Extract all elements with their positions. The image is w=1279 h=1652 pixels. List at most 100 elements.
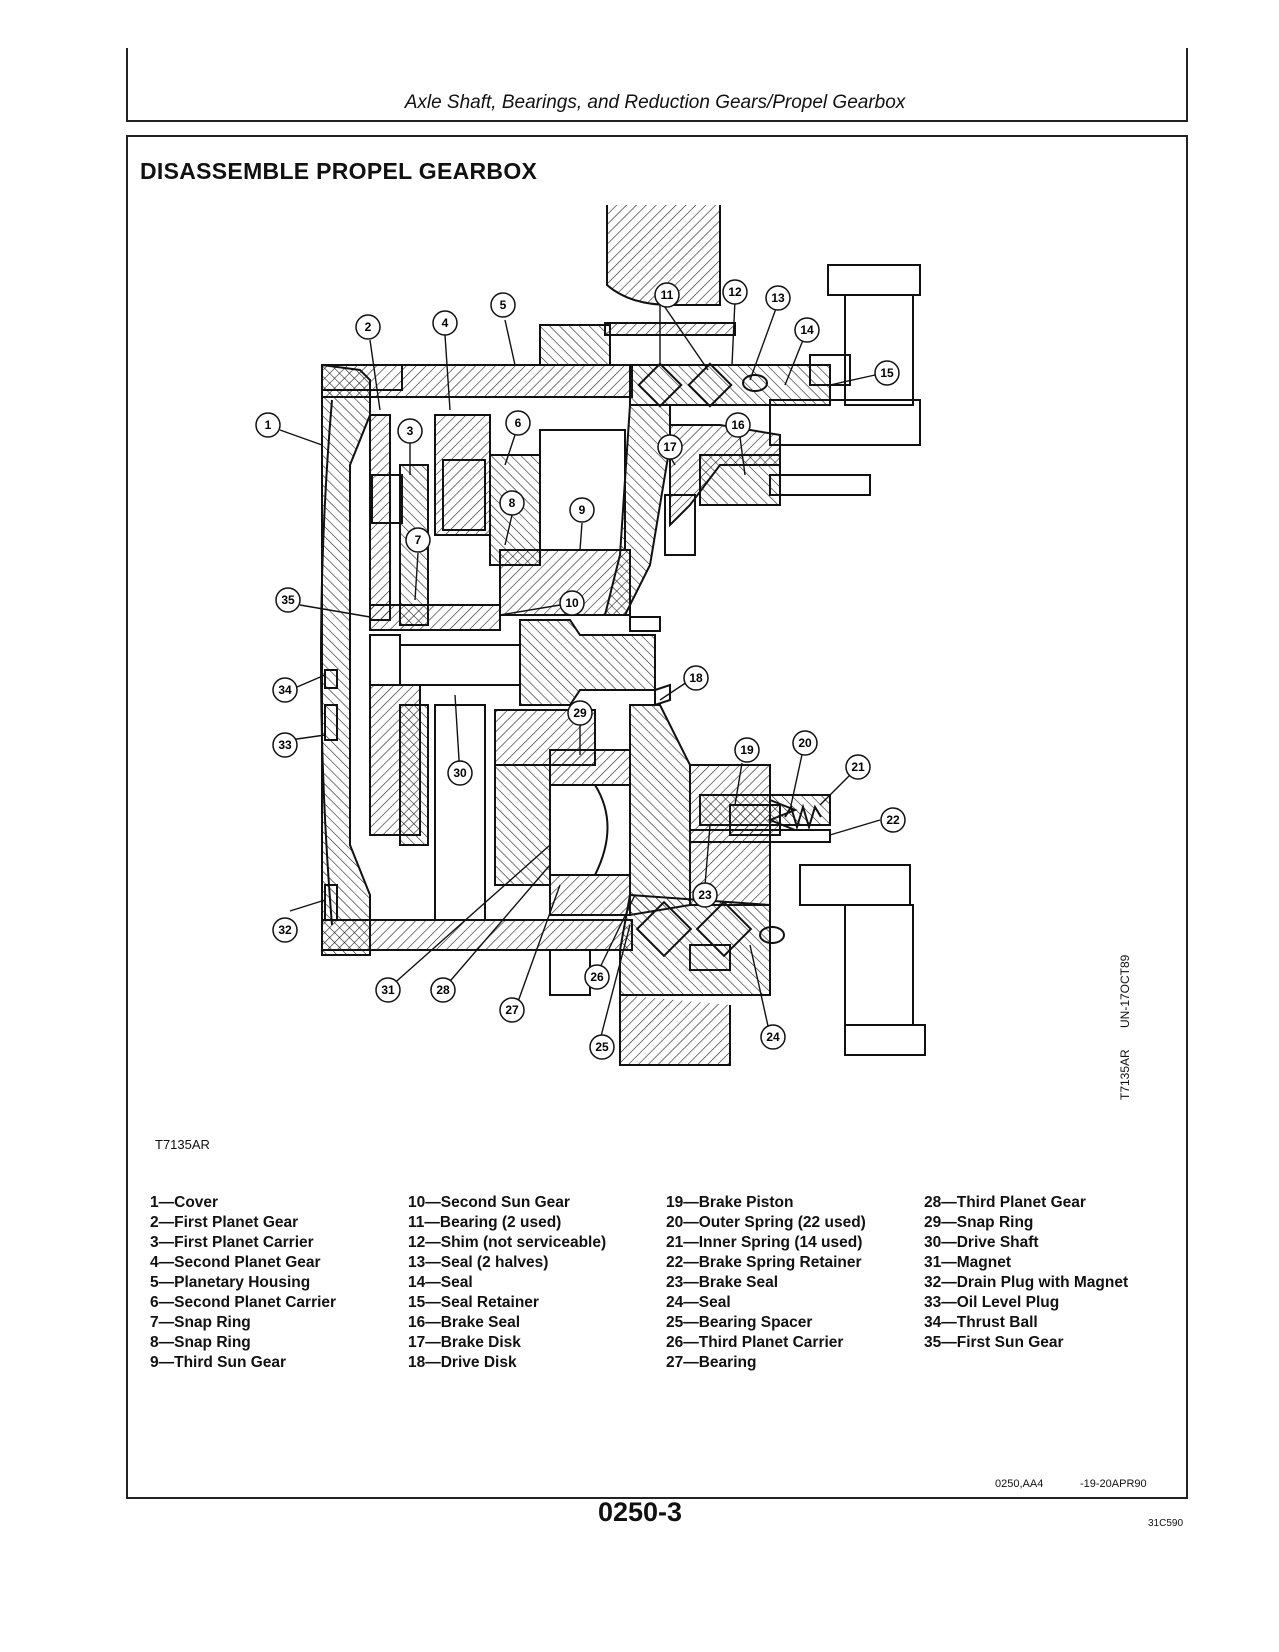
legend-item: 31—Magnet (924, 1254, 1011, 1271)
svg-text:18: 18 (689, 671, 703, 685)
figure-id: T7135AR (155, 1137, 210, 1152)
svg-text:4: 4 (442, 316, 449, 330)
callout-29: 29 (567, 700, 593, 726)
date-code: -19-20APR90 (1080, 1478, 1147, 1490)
svg-text:6: 6 (515, 416, 522, 430)
legend-item: 16—Brake Seal (408, 1314, 521, 1331)
legend-item: 4—Second Planet Gear (150, 1254, 321, 1271)
running-head: Axle Shaft, Bearings, and Reduction Gear… (404, 92, 906, 113)
legend-item: 15—Seal Retainer (408, 1294, 539, 1311)
legend-item: 33—Oil Level Plug (924, 1294, 1060, 1311)
callout-12: 12 (722, 279, 748, 305)
legend-item: 26—Third Planet Carrier (666, 1334, 844, 1351)
page-number: 0250-3 (597, 1497, 683, 1527)
svg-text:11: 11 (661, 288, 674, 302)
parts-legend: 1—Cover 2—First Planet Gear 3—First Plan… (150, 1193, 1160, 1373)
svg-text:5: 5 (500, 298, 507, 312)
callout-22: 22 (880, 807, 906, 833)
gearbox-cross-section: 1 2 3 4 5 6 7 8 9 10 11 12 13 14 15 16 1… (255, 205, 926, 1066)
callout-4: 4 (432, 310, 458, 336)
legend-item: 25—Bearing Spacer (666, 1314, 813, 1331)
svg-text:22: 22 (886, 813, 900, 827)
callout-20: 20 (792, 730, 818, 756)
svg-text:16: 16 (731, 418, 745, 432)
doc-code: 0250,AA4 (995, 1478, 1044, 1490)
legend-item: 14—Seal (408, 1274, 473, 1291)
legend-item: 10—Second Sun Gear (408, 1194, 570, 1211)
legend-item: 29—Snap Ring (924, 1214, 1034, 1231)
legend-item: 17—Brake Disk (408, 1334, 521, 1351)
svg-text:34: 34 (278, 683, 292, 697)
svg-text:31: 31 (381, 983, 395, 997)
legend-item: 21—Inner Spring (14 used) (666, 1234, 863, 1251)
legend-item: 5—Planetary Housing (150, 1274, 311, 1291)
legend-item: 8—Snap Ring (150, 1334, 251, 1351)
callout-7: 7 (405, 527, 431, 553)
legend-item: 1—Cover (150, 1194, 219, 1211)
callout-1: 1 (255, 412, 281, 438)
side-code-top: UN-17OCT89 (1118, 954, 1132, 1028)
svg-text:12: 12 (728, 285, 742, 299)
callout-5: 5 (490, 292, 516, 318)
legend-item: 23—Brake Seal (666, 1274, 779, 1291)
callout-34: 34 (272, 677, 298, 703)
svg-text:33: 33 (278, 738, 292, 752)
svg-text:10: 10 (565, 596, 579, 610)
legend-column-1: 1—Cover 2—First Planet Gear 3—First Plan… (150, 1193, 408, 1373)
svg-text:1: 1 (265, 418, 272, 432)
legend-item: 24—Seal (666, 1294, 731, 1311)
callout-35: 35 (275, 587, 301, 613)
legend-item: 9—Third Sun Gear (150, 1354, 287, 1371)
svg-text:14: 14 (800, 323, 814, 337)
callout-18: 18 (683, 665, 709, 691)
callout-25: 25 (589, 1034, 615, 1060)
svg-text:24: 24 (766, 1030, 780, 1044)
callout-13: 13 (765, 285, 791, 311)
callout-31: 31 (375, 977, 401, 1003)
svg-text:13: 13 (771, 291, 785, 305)
legend-item: 7—Snap Ring (150, 1314, 251, 1331)
callout-30: 30 (447, 760, 473, 786)
section-title: DISASSEMBLE PROPEL GEARBOX (140, 158, 538, 184)
callout-16: 16 (725, 412, 751, 438)
side-code-bottom: T7135AR (1118, 1049, 1132, 1100)
callout-3: 3 (397, 418, 423, 444)
callout-33: 33 (272, 732, 298, 758)
callout-14: 14 (794, 317, 820, 343)
svg-text:8: 8 (509, 496, 516, 510)
svg-text:15: 15 (880, 366, 894, 380)
content-frame (126, 135, 1188, 1499)
legend-item: 19—Brake Piston (666, 1194, 794, 1211)
callout-15: 15 (874, 360, 900, 386)
callout-19: 19 (734, 737, 760, 763)
legend-item: 13—Seal (2 halves) (408, 1254, 549, 1271)
svg-text:9: 9 (579, 503, 586, 517)
legend-item: 22—Brake Spring Retainer (666, 1254, 862, 1271)
legend-item: 18—Drive Disk (408, 1354, 517, 1371)
legend-column-3: 19—Brake Piston 20—Outer Spring (22 used… (666, 1193, 924, 1373)
legend-item: 35—First Sun Gear (924, 1334, 1064, 1351)
legend-item: 28—Third Planet Gear (924, 1194, 1086, 1211)
callout-24: 24 (760, 1024, 786, 1050)
callout-23: 23 (692, 882, 718, 908)
svg-text:26: 26 (590, 970, 604, 984)
legend-item: 11—Bearing (2 used) (408, 1214, 562, 1231)
svg-text:17: 17 (663, 440, 677, 454)
callout-21: 21 (845, 754, 871, 780)
svg-text:35: 35 (281, 593, 295, 607)
legend-item: 27—Bearing (666, 1354, 757, 1371)
svg-text:23: 23 (698, 888, 712, 902)
legend-item: 2—First Planet Gear (150, 1214, 299, 1231)
callout-17: 17 (657, 434, 683, 460)
callout-27: 27 (499, 997, 525, 1023)
callout-28: 28 (430, 977, 456, 1003)
legend-item: 20—Outer Spring (22 used) (666, 1214, 866, 1231)
header-frame (126, 48, 1188, 122)
callout-10: 10 (559, 590, 585, 616)
legend-item: 34—Thrust Ball (924, 1314, 1038, 1331)
legend-item: 6—Second Planet Carrier (150, 1294, 337, 1311)
svg-text:21: 21 (851, 760, 865, 774)
callout-8: 8 (499, 490, 525, 516)
legend-item: 3—First Planet Carrier (150, 1234, 314, 1251)
svg-text:7: 7 (415, 533, 422, 547)
